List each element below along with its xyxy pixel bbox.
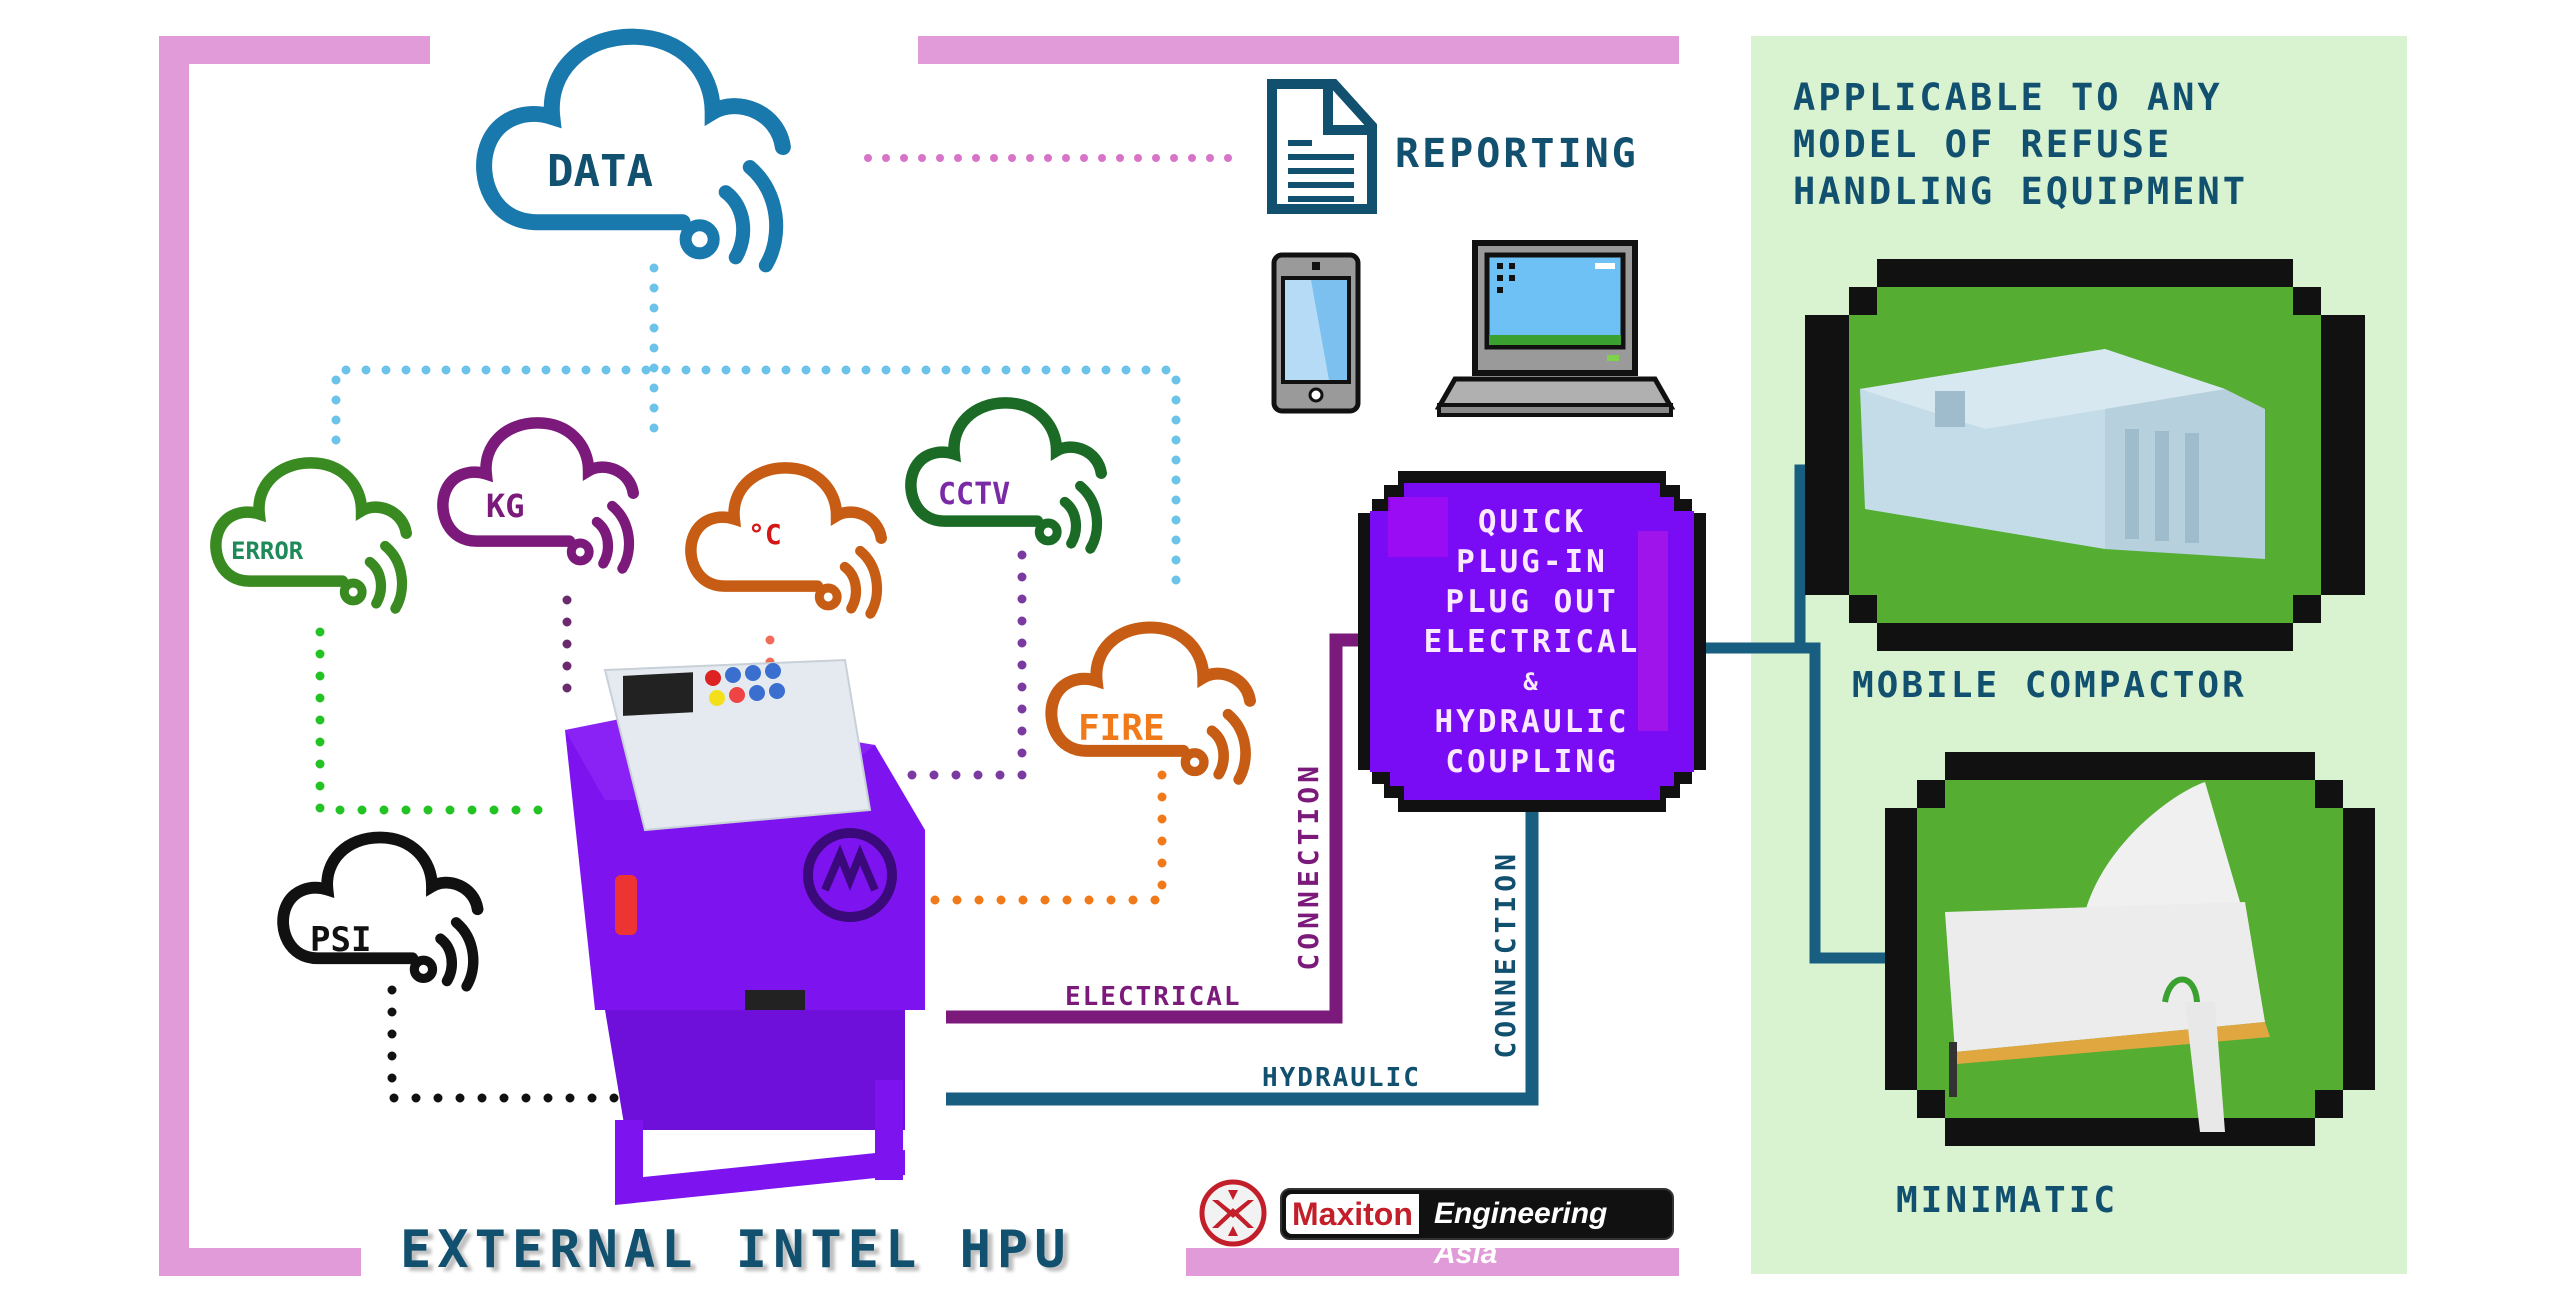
psi-cloud-label: PSI <box>310 920 372 960</box>
cctv-link <box>895 550 1027 780</box>
coupling-line: PLUG OUT <box>1445 583 1619 620</box>
data-distribution-link <box>331 365 1181 600</box>
coupling-line: & <box>1523 667 1541 696</box>
equipment-link-line-2 <box>1800 642 1910 964</box>
logo-brand: Maxiton <box>1286 1194 1419 1234</box>
kg-cloud: KG <box>432 405 662 575</box>
hydraulic-label: HYDRAULIC <box>1262 1063 1421 1093</box>
celsius-cloud: °C <box>680 450 910 620</box>
applicable-heading: APPLICABLE TO ANY MODEL OF REFUSE HANDLI… <box>1793 74 2248 215</box>
coupling-line: HYDRAULIC <box>1434 703 1630 740</box>
cctv-cloud: CCTV <box>900 385 1130 555</box>
fire-cloud: FIRE <box>1040 610 1280 785</box>
reporting-document <box>1266 78 1378 215</box>
hpu-unit-image <box>565 658 925 1205</box>
diagram-title: EXTERNAL INTEL HPU <box>400 1220 1072 1280</box>
minimatic-label: MINIMATIC <box>1896 1180 2119 1221</box>
quick-coupling-text: QUICK PLUG-IN PLUG OUT ELECTRICAL & HYDR… <box>1358 471 1706 812</box>
fire-cloud-label: FIRE <box>1078 708 1165 749</box>
mobile-compactor-card <box>1805 259 2365 651</box>
cloud-wifi-icon <box>685 462 887 619</box>
minimatic-card <box>1885 752 2375 1146</box>
coupling-line: ELECTRICAL <box>1423 623 1641 660</box>
coupling-line: COUPLING <box>1445 743 1619 780</box>
frame-top-right-bar <box>918 36 1679 64</box>
hydraulic-connection-line <box>946 812 1539 1106</box>
mobile-compactor-label: MOBILE COMPACTOR <box>1852 665 2247 706</box>
electrical-connection-vertical-label: CONNECTION <box>1292 762 1325 971</box>
coupling-line: QUICK <box>1477 503 1587 540</box>
hydraulic-connection-vertical-label: CONNECTION <box>1489 850 1522 1059</box>
frame-bottom-right-bar <box>1186 1248 1679 1276</box>
smartphone <box>1271 252 1361 414</box>
error-link <box>315 627 565 815</box>
mobile-compactor-image <box>1860 349 2265 559</box>
cloud-wifi-icon <box>210 457 412 614</box>
error-cloud-label: ERROR <box>231 537 304 565</box>
cctv-cloud-label: CCTV <box>938 477 1011 512</box>
hpu-machine <box>545 650 945 1210</box>
reporting-label: REPORTING <box>1395 131 1639 177</box>
cloud-wifi-icon <box>277 831 484 992</box>
cloud-wifi-icon <box>905 397 1107 554</box>
coupling-line: PLUG-IN <box>1456 543 1608 580</box>
data-cloud-label: DATA <box>547 146 653 197</box>
kg-cloud-label: KG <box>486 487 525 525</box>
error-cloud: ERROR <box>205 445 435 615</box>
minimatic-image <box>1945 782 2270 1132</box>
applicable-line: MODEL OF REFUSE <box>1793 123 2173 166</box>
cloud-wifi-icon <box>437 417 639 574</box>
celsius-cloud-label: °C <box>748 518 782 551</box>
frame-bottom-left-bar <box>159 1248 361 1276</box>
document-icon <box>1267 79 1377 214</box>
psi-cloud: PSI <box>272 820 507 992</box>
frame-top-left-bar <box>159 36 430 64</box>
electrical-connection-line <box>946 633 1358 1024</box>
logo-wordmark: Maxiton Engineering Asia <box>1280 1188 1674 1270</box>
cloud-wifi-icon <box>1045 621 1256 785</box>
pixel-frame <box>1358 471 1706 812</box>
logo-suffix: Engineering Asia <box>1434 1197 1608 1270</box>
maxiton-logo: Maxiton Engineering Asia <box>1198 1170 1678 1270</box>
psi-link <box>387 985 635 1103</box>
laptop-icon <box>1434 240 1676 417</box>
maxiton-emblem-icon <box>1199 1179 1267 1247</box>
smartphone-icon <box>1271 252 1361 414</box>
applicable-line: APPLICABLE TO ANY <box>1793 76 2223 119</box>
frame-left-bar <box>159 36 189 1274</box>
fire-link <box>920 770 1167 905</box>
laptop <box>1434 239 1676 419</box>
data-cloud: DATA <box>467 16 828 273</box>
cloud-wifi-icon <box>476 28 791 273</box>
electrical-label: ELECTRICAL <box>1065 982 1242 1012</box>
applicable-line: HANDLING EQUIPMENT <box>1793 170 2248 213</box>
quick-coupling-box: QUICK PLUG-IN PLUG OUT ELECTRICAL & HYDR… <box>1358 471 1706 812</box>
